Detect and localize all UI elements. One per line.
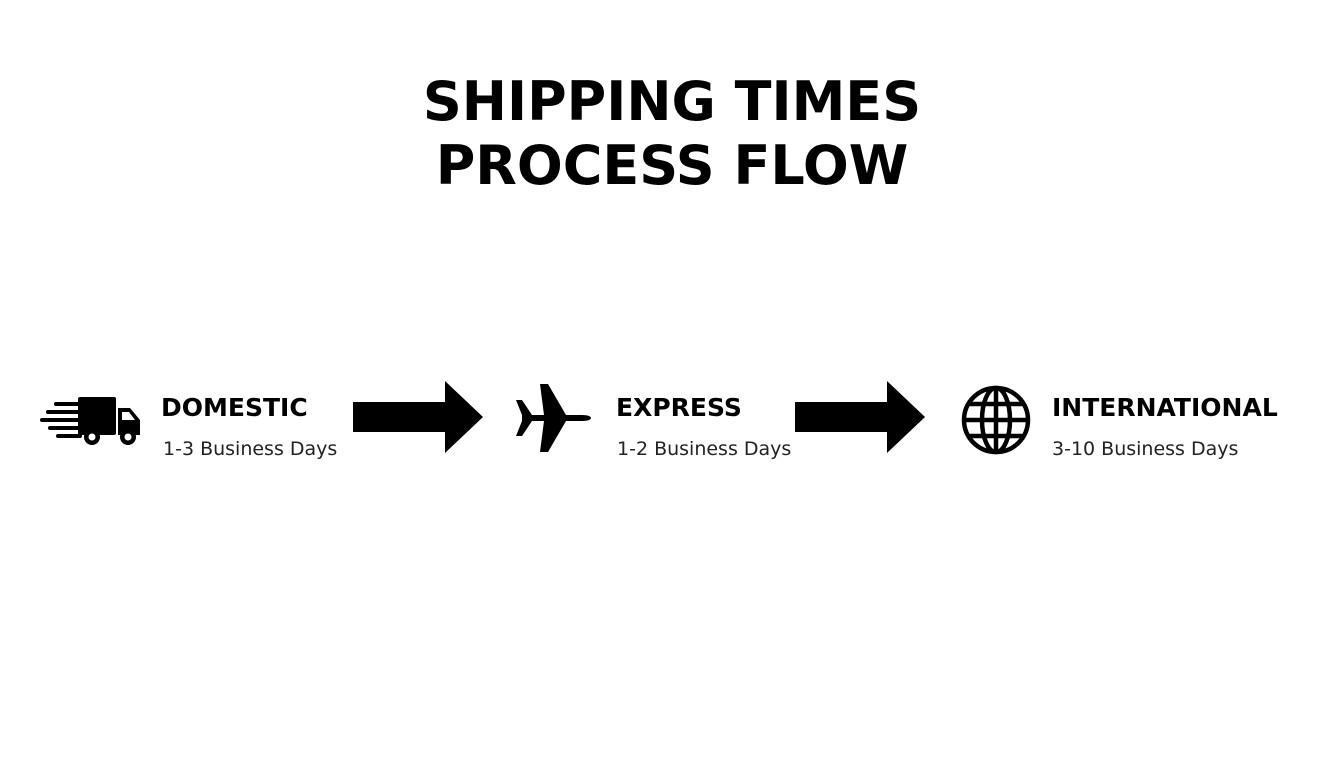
stage-name-international: INTERNATIONAL (1052, 393, 1278, 422)
flow-arrow-2 (795, 381, 925, 453)
stage-time-international: 3-10 Business Days (1052, 438, 1239, 460)
title-line-1: SHIPPING TIMES (422, 70, 922, 133)
stage-time-express: 1-2 Business Days (617, 438, 792, 460)
stage-time-domestic: 1-3 Business Days (163, 438, 338, 460)
title-line-2: PROCESS FLOW (435, 134, 909, 197)
globe-icon (961, 385, 1031, 455)
delivery-truck-icon (40, 397, 140, 445)
diagram-title: SHIPPING TIMES PROCESS FLOW (0, 70, 1344, 198)
stage-name-domestic: DOMESTIC (161, 393, 308, 422)
flow-arrow-1 (353, 381, 483, 453)
stage-name-express: EXPRESS (616, 393, 742, 422)
airplane-icon (516, 384, 591, 452)
